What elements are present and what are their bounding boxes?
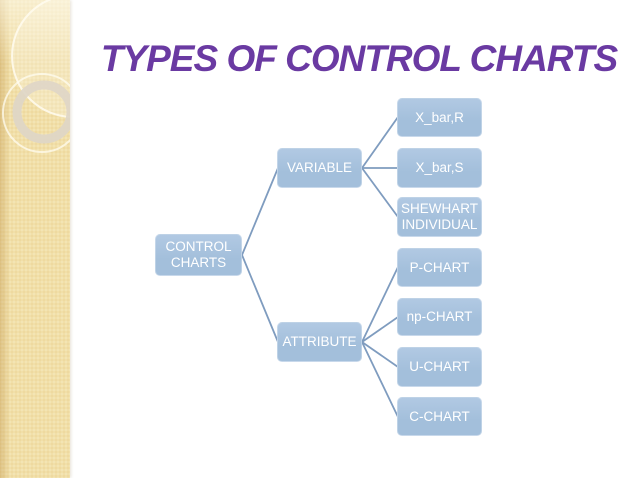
decorative-circle-small (2, 73, 70, 153)
node-p-chart: P-CHART (397, 248, 482, 287)
node-x-bar-s: X_bar,S (397, 148, 482, 188)
slide-title: TYPES OF CONTROL CHARTS (100, 38, 618, 79)
sidebar-circles (2, 0, 70, 153)
node-shewhart-individual: SHEWHART INDIVIDUAL (397, 197, 482, 237)
node-x-bar-r: X_bar,R (397, 98, 482, 137)
node-c-chart: C-CHART (397, 397, 482, 436)
node-u-chart: U-CHART (397, 347, 482, 387)
node-attribute: ATTRIBUTE (277, 322, 362, 362)
decorative-ring (12, 80, 70, 144)
sidebar-decoration (0, 0, 70, 478)
node-variable: VARIABLE (277, 148, 362, 188)
node-np-chart: np-CHART (397, 298, 482, 336)
node-control-charts: CONTROL CHARTS (155, 234, 242, 276)
